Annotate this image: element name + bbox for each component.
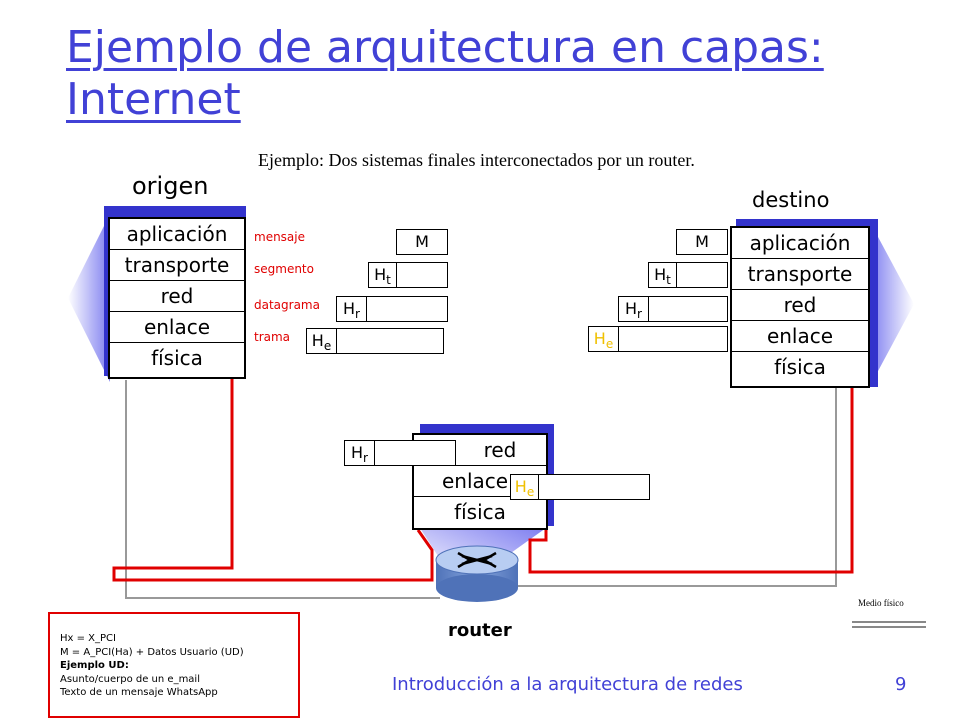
footer-text: Introducción a la arquitectura de redes	[392, 674, 743, 695]
pdu-label-segment: segmento	[254, 262, 314, 276]
destination-cone	[870, 222, 914, 386]
router-icon	[435, 545, 519, 602]
pdu-label-frame: trama	[254, 330, 291, 344]
data-path-out	[528, 382, 854, 574]
router-frame: He	[510, 474, 650, 500]
source-cone	[68, 214, 110, 382]
source-frame: He	[306, 328, 444, 354]
router-layer-network: red	[414, 435, 546, 466]
link-header: He	[511, 475, 539, 499]
source-label: origen	[132, 172, 209, 200]
legend-line-example: Ejemplo UD:	[60, 660, 129, 671]
source-message: M	[396, 229, 448, 255]
data-path	[112, 376, 434, 582]
source-layer-network: red	[110, 281, 244, 312]
link-header: He	[589, 327, 619, 351]
router-label: router	[448, 620, 512, 641]
source-stack: aplicación transporte red enlace física	[108, 217, 246, 379]
page-title: Ejemplo de arquitectura en capas: Intern…	[66, 22, 824, 125]
legend-line-m: M = A_PCI(Ha) + Datos Usuario (UD)	[60, 646, 244, 658]
source-layer-application: aplicación	[110, 219, 244, 250]
router-layer-link: enlace	[414, 466, 546, 497]
router-datagram: Hr	[344, 440, 456, 466]
page-number: 9	[895, 674, 907, 695]
pdu-label-datagram: datagrama	[254, 298, 320, 312]
router-layer-physical: física	[454, 500, 506, 524]
legend-line-email: Asunto/cuerpo de un e_mail	[60, 673, 200, 685]
network-header: Hr	[337, 297, 367, 321]
destination-segment: Ht	[648, 262, 728, 288]
destination-layer-network: red	[732, 290, 868, 321]
pdu-label-message: mensaje	[254, 230, 305, 244]
destination-stack: aplicación transporte red enlace física	[730, 226, 870, 388]
destination-frame: He	[588, 326, 728, 352]
legend-line-hx: Hx = X_PCI	[60, 633, 116, 644]
destination-layer-physical: física	[774, 355, 826, 379]
network-header: Hr	[345, 441, 375, 465]
transport-header: Ht	[369, 263, 397, 287]
medium-label: Medio físico	[858, 598, 904, 608]
legend-line-whatsapp: Texto de un mensaje WhatsApp	[60, 687, 218, 698]
source-layer-physical: física	[151, 346, 203, 370]
destination-datagram: Hr	[618, 296, 728, 322]
network-header: Hr	[619, 297, 649, 321]
source-segment: Ht	[368, 262, 448, 288]
destination-message: M	[676, 229, 728, 255]
destination-layer-transport: transporte	[732, 259, 868, 290]
destination-layer-application: aplicación	[732, 228, 868, 259]
physical-link-right	[518, 388, 837, 587]
legend-box: Hx = X_PCI M = A_PCI(Ha) + Datos Usuario…	[48, 612, 300, 718]
destination-label: destino	[752, 188, 830, 212]
source-layer-link: enlace	[110, 312, 244, 343]
source-datagram: Hr	[336, 296, 448, 322]
physical-link-left	[125, 380, 440, 599]
link-header: He	[307, 329, 337, 353]
source-layer-transport: transporte	[110, 250, 244, 281]
destination-layer-link: enlace	[732, 321, 868, 352]
subtitle: Ejemplo: Dos sistemas finales interconec…	[258, 150, 695, 170]
transport-header: Ht	[649, 263, 677, 287]
